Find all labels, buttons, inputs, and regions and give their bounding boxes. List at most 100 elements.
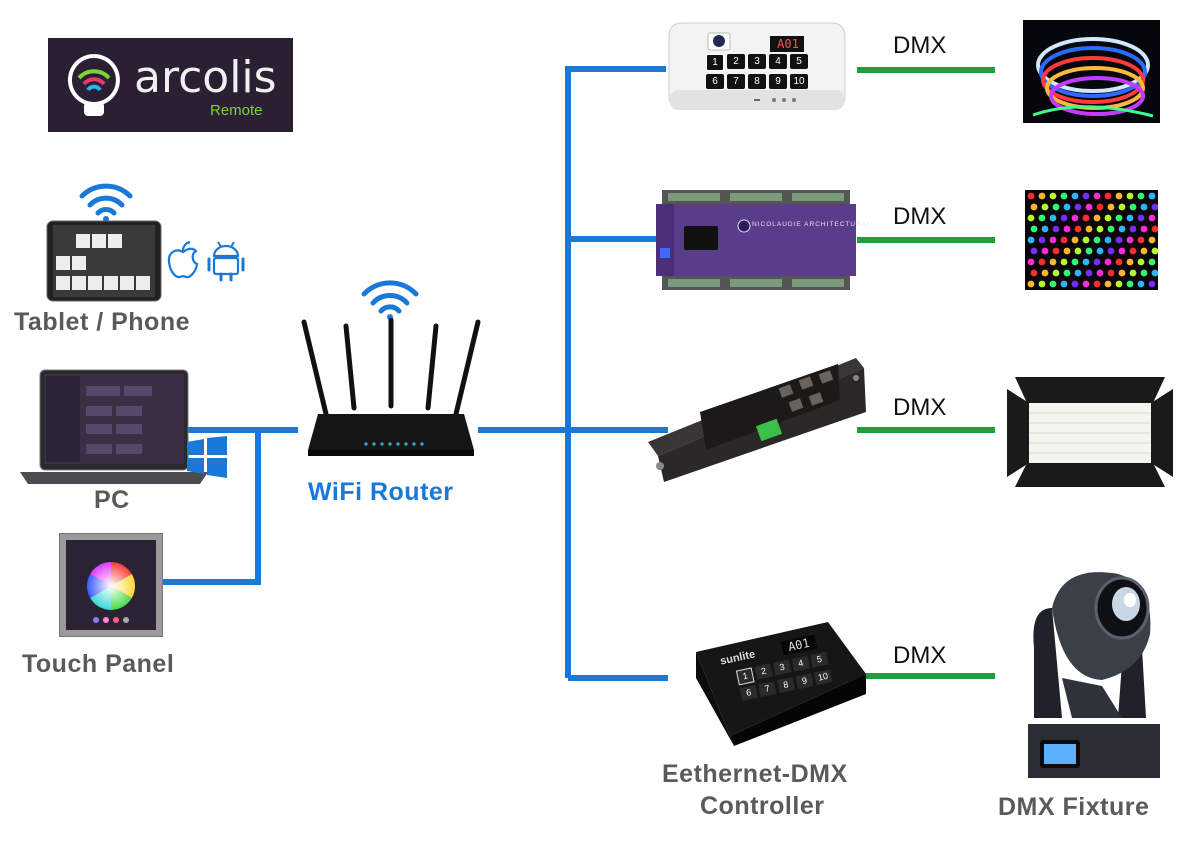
controller-key-3: 3 (773, 659, 792, 676)
led-dot (1093, 192, 1101, 200)
led-dot (1129, 225, 1137, 233)
bulb-wifi-icon (67, 54, 120, 116)
led-dot (1038, 280, 1046, 288)
led-dot (1129, 269, 1137, 277)
led-dot (1107, 203, 1115, 211)
led-dot (1063, 203, 1071, 211)
led-dot (1038, 258, 1046, 266)
dmx-label-2: DMX (893, 203, 947, 230)
led-strip-image (1023, 20, 1160, 123)
led-dot (1074, 269, 1082, 277)
keypad-key-7: 7 (727, 74, 745, 89)
led-dot (1137, 192, 1145, 200)
led-dot (1063, 269, 1071, 277)
led-dot (1071, 236, 1079, 244)
led-dot (1126, 258, 1134, 266)
logo-name: arcolis (134, 52, 277, 103)
led-dot (1030, 269, 1038, 277)
controller-key-2: 2 (754, 663, 773, 680)
led-dot (1151, 269, 1158, 277)
keypad-key-8: 8 (748, 74, 766, 89)
led-dot (1115, 280, 1123, 288)
led-dot (1027, 258, 1035, 266)
tablet-phone-label: Tablet / Phone (14, 308, 190, 336)
led-dot (1104, 258, 1112, 266)
led-dot (1096, 269, 1104, 277)
led-dot (1071, 258, 1079, 266)
led-dot (1148, 280, 1156, 288)
keypad-key-2: 2 (727, 54, 745, 69)
led-dot (1060, 192, 1068, 200)
led-dot (1093, 280, 1101, 288)
led-dot (1140, 225, 1148, 233)
led-dot (1126, 192, 1134, 200)
led-dot (1104, 280, 1112, 288)
led-dot (1085, 269, 1093, 277)
led-dot (1041, 203, 1049, 211)
led-dot (1148, 236, 1156, 244)
tablet-device (46, 220, 162, 302)
led-dot (1148, 258, 1156, 266)
led-dot (1063, 225, 1071, 233)
led-dot (1030, 203, 1038, 211)
moving-head-fixture-image (1028, 572, 1160, 778)
led-dot (1060, 214, 1068, 222)
keypad-key-1: 1 (706, 54, 724, 71)
led-dot (1129, 203, 1137, 211)
controller-label-line1: Eethernet-DMX (662, 760, 848, 788)
touch-panel-screen (66, 540, 156, 630)
touch-panel-device (59, 533, 163, 637)
led-dot (1071, 192, 1079, 200)
led-dot (1118, 225, 1126, 233)
keypad-display: A01 (777, 37, 799, 51)
led-panel-light-image (1007, 377, 1173, 487)
wifi-router-label: WiFi Router (308, 478, 454, 506)
led-dot (1052, 269, 1060, 277)
wifi-router-device (301, 318, 481, 456)
logo-subtitle: Remote (210, 102, 263, 119)
led-dot (1082, 192, 1090, 200)
ethernet-dmx-controller: sunlite A01 1 2 3 4 5 6 7 8 9 10 (690, 618, 868, 748)
led-dot (1129, 247, 1137, 255)
led-dot (1038, 236, 1046, 244)
din-rail-body (656, 190, 856, 290)
led-dot (1104, 236, 1112, 244)
led-dot (1126, 214, 1134, 222)
led-dot (1049, 258, 1057, 266)
led-dot (1093, 258, 1101, 266)
led-dot (1085, 247, 1093, 255)
controller-key-5: 5 (810, 651, 829, 668)
dmx-keypad-interface: A01 1 2 3 4 5 6 7 8 9 10 (668, 22, 848, 112)
led-dot (1115, 214, 1123, 222)
led-dot (1104, 192, 1112, 200)
wifi-icon (79, 183, 133, 222)
led-dot (1071, 280, 1079, 288)
led-matrix-image (1025, 190, 1158, 290)
windows-icon (187, 436, 227, 478)
led-dot (1137, 236, 1145, 244)
led-dot (1027, 280, 1035, 288)
led-dot (1093, 236, 1101, 244)
arcolis-logo: arcolis Remote (48, 38, 293, 132)
keypad-key-6: 6 (706, 74, 724, 89)
dmx-label-3: DMX (893, 394, 947, 421)
led-dot (1118, 269, 1126, 277)
led-dot (1115, 236, 1123, 244)
dmx-label-1: DMX (893, 32, 947, 59)
keypad-key-5: 5 (790, 54, 808, 69)
apple-icon (167, 240, 199, 279)
led-dot (1074, 225, 1082, 233)
led-dot (1085, 203, 1093, 211)
led-dot (1049, 280, 1057, 288)
led-dot (1027, 192, 1035, 200)
controller-key-4: 4 (791, 655, 810, 672)
keypad-keys: 1 2 3 4 5 6 7 8 9 10 (706, 54, 810, 89)
led-dot (1118, 247, 1126, 255)
router-wifi-icon (361, 280, 419, 320)
led-dot (1137, 280, 1145, 288)
led-dot (1118, 203, 1126, 211)
led-dot (1027, 236, 1035, 244)
led-dot (1074, 247, 1082, 255)
keypad-key-4: 4 (769, 54, 787, 69)
